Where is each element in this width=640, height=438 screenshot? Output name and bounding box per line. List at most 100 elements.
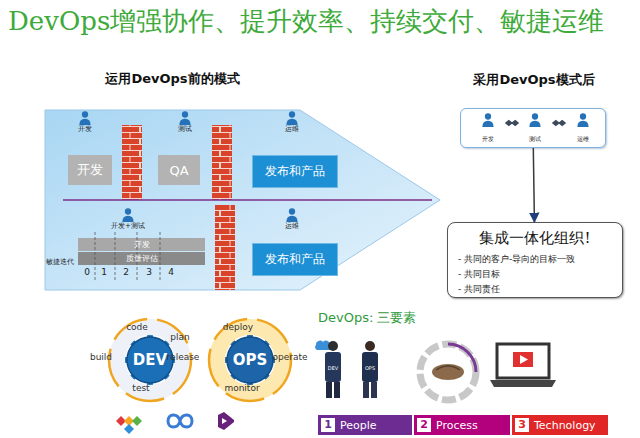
gear-text: DEV	[133, 351, 167, 369]
process-bar: 2 Process	[414, 415, 510, 435]
org-box: 集成一体化组织! - 共同的客户-导向的目标一致 - 共同目标 - 共同责任	[447, 222, 623, 298]
laptop-screen	[497, 344, 549, 378]
figure-head	[328, 341, 338, 351]
iteration-number: 3	[146, 268, 152, 278]
person-icon	[577, 113, 588, 127]
axis-label: 敏捷迭代	[46, 259, 74, 267]
figure-leg	[371, 382, 377, 398]
gear-word: code	[126, 323, 148, 333]
team-heading: 采用DevOps模式后	[451, 71, 617, 89]
panel-heading: 运用DevOps前的模式	[45, 70, 300, 88]
ops-gear: OPS	[225, 335, 275, 385]
element-number: 3	[515, 418, 529, 432]
figure-body	[325, 352, 341, 382]
arrow-panel-outline	[45, 110, 440, 290]
element-name: Technology	[534, 419, 596, 432]
qa-stage-box: QA	[158, 155, 200, 185]
release-box: 发布和产品	[252, 155, 338, 188]
logo-piece	[124, 424, 134, 434]
laptop-base	[490, 380, 556, 387]
connector-arrow	[533, 148, 534, 222]
gear-word: build	[90, 353, 112, 363]
handshake-icon	[552, 120, 566, 126]
gear-body	[227, 337, 273, 383]
slide-title: DevOps增强协作、提升效率、持续交付、敏捷运维	[8, 4, 604, 39]
figure-leg	[363, 382, 369, 398]
shirt-label: DEV	[328, 366, 338, 372]
gear-text: OPS	[233, 351, 268, 369]
stage-text: QA	[169, 163, 188, 178]
brick-wall	[122, 125, 142, 200]
element-name: Process	[436, 419, 478, 432]
handshake-picture	[432, 364, 464, 380]
gear-word: monitor	[224, 384, 259, 394]
shirt-label: OPS	[365, 366, 375, 372]
quality-bar: 质量评估	[78, 252, 205, 265]
gear-word: operate	[272, 353, 307, 363]
org-title: 集成一体化组织!	[448, 229, 622, 248]
play-symbol	[520, 355, 528, 364]
role-label: 开发	[482, 136, 494, 143]
iteration-tick	[95, 232, 96, 282]
release-box: 发布和产品	[252, 243, 338, 276]
person-icon	[286, 208, 297, 222]
release-text: 发布和产品	[265, 163, 325, 180]
vs-logo	[218, 412, 234, 430]
role-label: 运维	[285, 223, 299, 231]
infinity-logo	[168, 415, 192, 427]
bullet-text: - 共同的客户-导向的目标一致	[448, 253, 622, 266]
role-label: 运维	[285, 126, 299, 134]
process-accent	[448, 344, 476, 372]
iteration-number: 4	[168, 268, 174, 278]
process-ring	[420, 344, 476, 400]
brick-wall	[212, 125, 232, 200]
handshake-line	[436, 366, 460, 370]
iteration-number: 1	[101, 268, 107, 278]
iteration-number: 2	[123, 268, 129, 278]
bar-text: 开发	[134, 240, 150, 250]
person-icon	[286, 111, 297, 125]
handshake-icon	[505, 120, 519, 126]
brick-wall	[215, 205, 235, 290]
gear-word: release	[167, 353, 200, 363]
role-label: 测试	[178, 126, 192, 134]
bar-text: 质量评估	[126, 254, 158, 264]
figure-leg	[334, 382, 340, 398]
role-label: 开发	[78, 126, 92, 134]
iteration-tick	[137, 232, 138, 282]
cloud-icon	[315, 341, 333, 350]
person-icon	[79, 111, 90, 125]
logo-piece	[132, 416, 142, 426]
gear-body	[127, 337, 173, 383]
people-bar: 1People	[318, 415, 412, 435]
figure-head	[365, 341, 375, 351]
bullet-text: - 共同目标	[448, 268, 622, 281]
role-label: 运维	[577, 136, 589, 143]
role-label: 测试	[529, 136, 541, 143]
gear-word: test	[132, 384, 149, 394]
person-icon	[122, 208, 133, 222]
person-icon	[179, 111, 190, 125]
iteration-tick	[115, 232, 116, 282]
role-label: 开发+测试	[111, 223, 145, 231]
figure-body	[362, 352, 378, 382]
gear-word: deploy	[223, 323, 253, 333]
divider-line	[63, 199, 432, 201]
section-heading: DevOps: 三要素	[318, 311, 416, 325]
bullet-text: - 共同责任	[448, 283, 622, 296]
logo-piece	[116, 416, 126, 426]
before-devops-panel: 运用DevOps前的模式开发QA发布和产品开发质量评估发布和产品	[45, 110, 440, 290]
element-number: 1	[321, 418, 335, 432]
logo-piece	[124, 416, 134, 426]
person-icon	[529, 113, 540, 127]
iteration-number: 0	[84, 268, 90, 278]
dev-bar: 开发	[78, 238, 205, 251]
element-number: 2	[417, 418, 431, 432]
dev-stage-box: 开发	[68, 155, 112, 185]
iteration-tick	[160, 232, 161, 282]
